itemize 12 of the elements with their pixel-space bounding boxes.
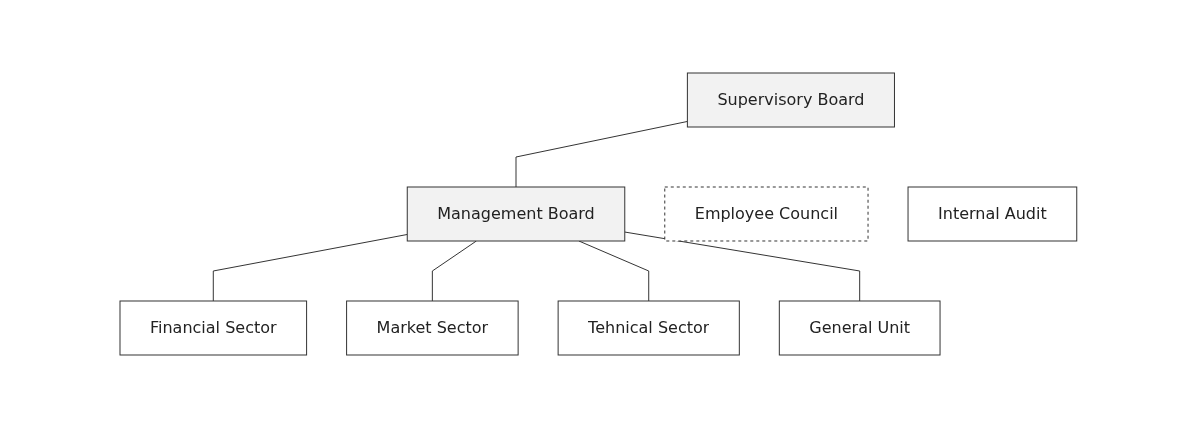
connector [212,234,408,302]
node-box: Financial Sector [119,300,308,356]
connector [432,240,477,302]
node-box: Supervisory Board [687,72,896,128]
node-box: Tehnical Sector [557,300,740,356]
connector [515,120,688,188]
node-box: Management Board [406,186,626,242]
node-box: Market Sector [346,300,519,356]
node-box: Employee Council [664,186,869,242]
node-box: Internal Audit [907,186,1078,242]
node-box: General Unit [778,300,941,356]
connector [624,231,861,302]
